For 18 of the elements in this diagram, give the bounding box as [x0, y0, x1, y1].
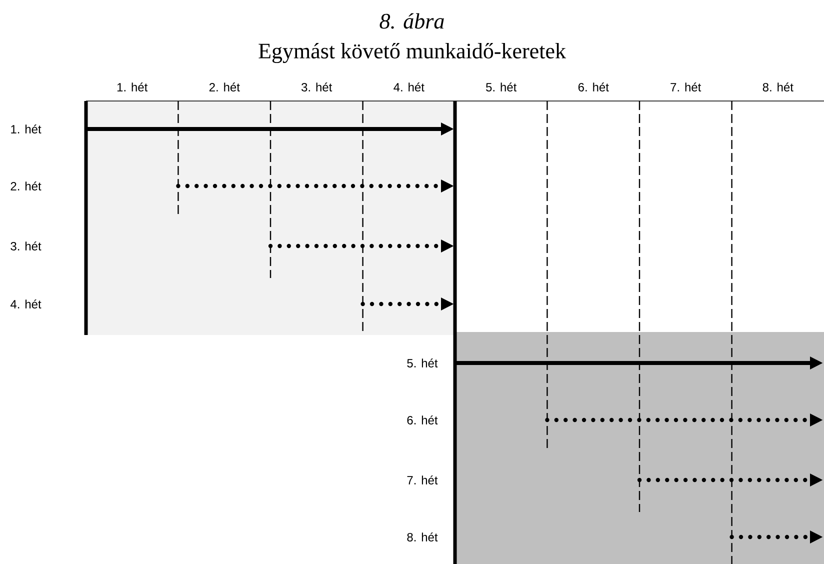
row-label: 1. hét	[11, 124, 42, 134]
title: Egymást követő munkaidő-keretek	[258, 42, 566, 64]
row-label: 8. hét	[407, 532, 438, 542]
column-header: 2. hét	[209, 82, 240, 92]
row-label: 2. hét	[10, 182, 42, 190]
column-header: 6. hét	[578, 82, 609, 92]
row-label: 5. hét	[407, 358, 438, 368]
row-label: 6. hét	[407, 416, 438, 424]
column-header: 5. hét	[486, 82, 517, 92]
row-label: 7. hét	[407, 476, 438, 484]
column-header: 4. hét	[394, 82, 424, 92]
column-header: 8. hét	[762, 82, 794, 92]
row-label: 4. hét	[10, 300, 42, 308]
figure-number: 8. ábra	[380, 13, 444, 29]
column-header: 3. hét	[302, 82, 332, 92]
column-header: 1. hét	[117, 82, 148, 92]
column-header: 7. hét	[670, 82, 702, 92]
row-label: 3. hét	[10, 242, 42, 250]
